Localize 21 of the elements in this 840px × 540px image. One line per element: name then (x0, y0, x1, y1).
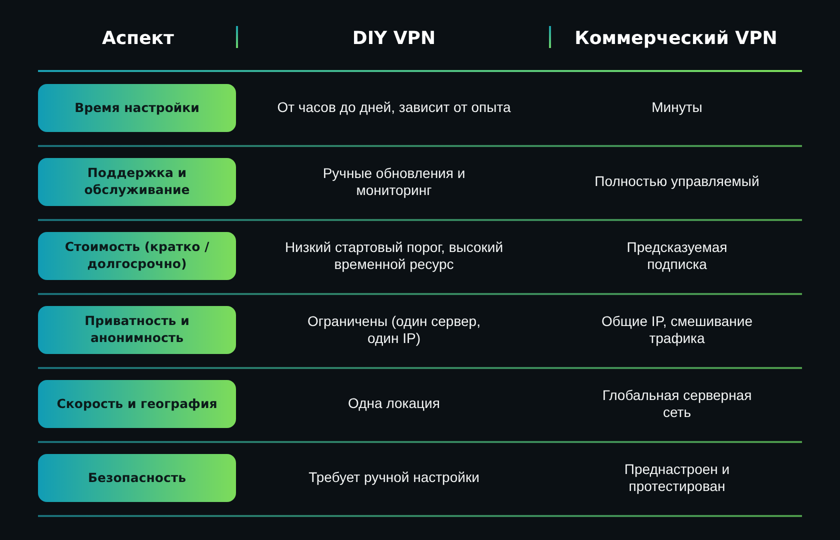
aspect-pill: Время настройки (38, 84, 236, 132)
column-header: DIY VPN (352, 28, 436, 48)
table-cell: Требует ручной настройки (308, 469, 480, 487)
table-cell-text: Ограничены (один сервер, один IP) (306, 312, 482, 348)
aspect-pill: Безопасность (38, 454, 236, 502)
table-cell-text: Ручные обновления и мониторинг (322, 164, 466, 200)
aspect-pill: Скорость и география (38, 380, 236, 428)
table-cell-text: Преднастроен и протестирован (623, 460, 731, 496)
table-cell: От часов до дней, зависит от опыта (277, 99, 511, 117)
table-cell: Минуты (652, 99, 702, 117)
aspect-pill: Приватность и анонимность (38, 306, 236, 354)
table-cell: Полностью управляемый (594, 173, 760, 191)
column-header: Аспект (102, 28, 174, 48)
aspect-pill: Поддержка и обслуживание (38, 158, 236, 206)
table-cell-text: Глобальная серверная сеть (601, 386, 753, 422)
table-cell-text: Предсказуемая подписка (626, 238, 728, 274)
table-cell-text: Низкий стартовый порог, высокий временной ресурс (284, 238, 504, 274)
table-cell-text: Общие IP, смешивание трафика (600, 312, 754, 348)
table-cell: Одна локация (348, 395, 440, 413)
aspect-pill: Стоимость (кратко / долгосрочно) (38, 232, 236, 280)
column-header: Коммерческий VPN (574, 28, 778, 48)
